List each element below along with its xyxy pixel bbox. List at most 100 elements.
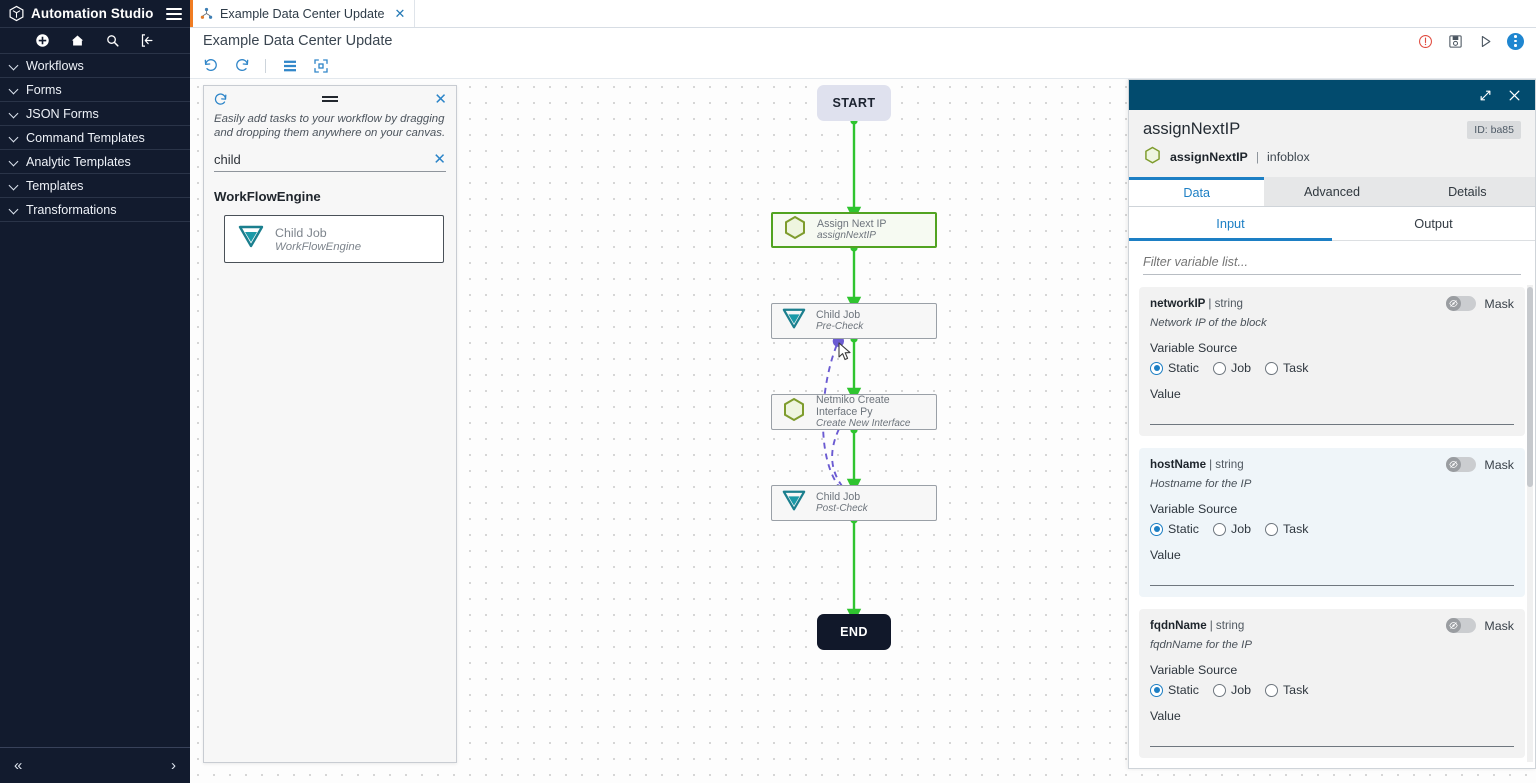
- sidebar-item-analytic-templates[interactable]: Analytic Templates: [0, 150, 190, 174]
- error-icon[interactable]: [1417, 33, 1434, 50]
- sidebar-expand-button[interactable]: ›: [171, 757, 176, 774]
- sidebar-item-command-templates[interactable]: Command Templates: [0, 126, 190, 150]
- sidebar-item-templates[interactable]: Templates: [0, 174, 190, 198]
- radio-static[interactable]: Static: [1150, 683, 1199, 697]
- sidebar-item-transformations[interactable]: Transformations: [0, 198, 190, 222]
- sidebar-collapse-button[interactable]: «: [14, 757, 23, 774]
- node-child-job-postcheck[interactable]: Child Job Post-Check: [771, 485, 937, 521]
- sidebar-item-label: Analytic Templates: [26, 154, 131, 169]
- filter-variable-input[interactable]: [1143, 255, 1521, 275]
- radio-label: Task: [1282, 522, 1309, 536]
- clear-search-icon[interactable]: ✕: [433, 151, 446, 168]
- radio-job[interactable]: Job: [1213, 683, 1251, 697]
- home-icon[interactable]: [70, 33, 86, 49]
- close-icon[interactable]: [1508, 89, 1521, 102]
- sidebar-item-json-forms[interactable]: JSON Forms: [0, 102, 190, 126]
- document-titlebar: Example Data Center Update: [190, 28, 1536, 54]
- search-icon[interactable]: [105, 33, 121, 49]
- tab-details[interactable]: Details: [1399, 177, 1535, 206]
- sidebar-item-workflows[interactable]: Workflows: [0, 54, 190, 78]
- tab-data[interactable]: Data: [1129, 177, 1265, 206]
- close-icon[interactable]: ✕: [394, 6, 406, 21]
- sidebar-item-forms[interactable]: Forms: [0, 78, 190, 102]
- value-input[interactable]: [1150, 746, 1514, 747]
- subtab-output[interactable]: Output: [1414, 216, 1453, 231]
- toggle-switch[interactable]: [1446, 296, 1477, 311]
- variable-description: Hostname for the IP: [1150, 478, 1252, 490]
- radio-static[interactable]: Static: [1150, 522, 1199, 536]
- variable-source-radios: Static Job Task: [1150, 683, 1514, 697]
- toggle-switch[interactable]: [1446, 457, 1477, 472]
- detail-scrollbar-track[interactable]: [1527, 285, 1533, 762]
- palette-item-source: WorkFlowEngine: [275, 240, 362, 253]
- sidebar-toolbar: [0, 28, 190, 54]
- value-input[interactable]: [1150, 424, 1514, 425]
- detail-scrollbar-thumb[interactable]: [1527, 287, 1533, 487]
- radio-label: Task: [1282, 361, 1309, 375]
- palette-search: ✕: [214, 152, 446, 172]
- radio-job[interactable]: Job: [1213, 522, 1251, 536]
- radio-label: Job: [1231, 522, 1251, 536]
- node-start[interactable]: START: [817, 85, 891, 121]
- more-options-icon[interactable]: [1507, 32, 1524, 50]
- expand-icon[interactable]: [1479, 89, 1492, 102]
- radio-label: Task: [1282, 683, 1309, 697]
- palette-close-icon[interactable]: ✕: [434, 90, 447, 108]
- variable-name: hostName: [1150, 458, 1207, 471]
- workflow-canvas[interactable]: ✕ Easily add tasks to your workflow by d…: [190, 79, 1536, 783]
- node-text: Child Job Post-Check: [816, 491, 868, 515]
- mask-label: Mask: [1484, 618, 1514, 633]
- refresh-icon[interactable]: [213, 92, 228, 107]
- save-icon[interactable]: [1447, 33, 1464, 50]
- chevron-down-icon: [10, 85, 19, 94]
- triangle-icon: [781, 489, 807, 518]
- tab-example-data-center-update[interactable]: Example Data Center Update ✕: [190, 0, 416, 27]
- palette-item-child-job[interactable]: Child Job WorkFlowEngine: [224, 215, 444, 263]
- page-title: Example Data Center Update: [203, 33, 393, 49]
- node-netmiko-create-interface[interactable]: Netmiko Create Interface Py Create New I…: [771, 394, 937, 430]
- radio-static[interactable]: Static: [1150, 361, 1199, 375]
- palette-hint-text: Easily add tasks to your workflow by dra…: [214, 113, 446, 139]
- menu-toggle-icon[interactable]: [166, 6, 182, 22]
- logout-icon[interactable]: [140, 33, 156, 49]
- variable-source-label: Variable Source: [1150, 341, 1238, 355]
- variable-type: | string: [1209, 619, 1245, 632]
- radio-task[interactable]: Task: [1264, 683, 1309, 697]
- palette-search-input[interactable]: [214, 152, 434, 167]
- node-child-job-precheck[interactable]: Child Job Pre-Check: [771, 303, 937, 339]
- palette-drag-handle[interactable]: [322, 96, 338, 102]
- undo-icon[interactable]: [202, 58, 219, 75]
- node-title: Netmiko Create Interface Py: [816, 394, 890, 418]
- variable-description: fqdnName for the IP: [1150, 639, 1252, 651]
- node-end[interactable]: END: [817, 614, 891, 650]
- radio-task[interactable]: Task: [1264, 361, 1309, 375]
- detail-title: assignNextIP: [1143, 120, 1241, 138]
- palette-header: ✕: [204, 86, 456, 112]
- detail-panel-header: [1129, 80, 1535, 110]
- add-icon[interactable]: [35, 33, 51, 49]
- subtab-input[interactable]: Input: [1129, 207, 1332, 241]
- variable-type: | string: [1208, 297, 1243, 310]
- toolbar-divider: [265, 59, 266, 73]
- tab-advanced[interactable]: Advanced: [1264, 177, 1400, 206]
- radio-task[interactable]: Task: [1264, 522, 1309, 536]
- task-id-badge: ID: ba85: [1467, 120, 1521, 139]
- redo-icon[interactable]: [233, 58, 250, 75]
- node-assign-next-ip[interactable]: Assign Next IP assignNextIP: [771, 212, 937, 248]
- node-subtitle: Create New Interface: [816, 418, 911, 429]
- chevron-down-icon: [10, 109, 19, 118]
- fit-to-screen-icon[interactable]: [312, 58, 329, 75]
- mask-toggle[interactable]: Mask: [1446, 296, 1514, 311]
- value-label: Value: [1150, 709, 1181, 723]
- mask-toggle[interactable]: Mask: [1446, 457, 1514, 472]
- run-icon[interactable]: [1477, 33, 1494, 50]
- toggle-switch[interactable]: [1446, 618, 1477, 633]
- node-title: Child Job: [816, 309, 861, 321]
- mask-toggle[interactable]: Mask: [1446, 618, 1514, 633]
- list-view-icon[interactable]: [281, 58, 298, 75]
- triangle-icon: [781, 307, 807, 336]
- value-input[interactable]: [1150, 585, 1514, 586]
- radio-job[interactable]: Job: [1213, 361, 1251, 375]
